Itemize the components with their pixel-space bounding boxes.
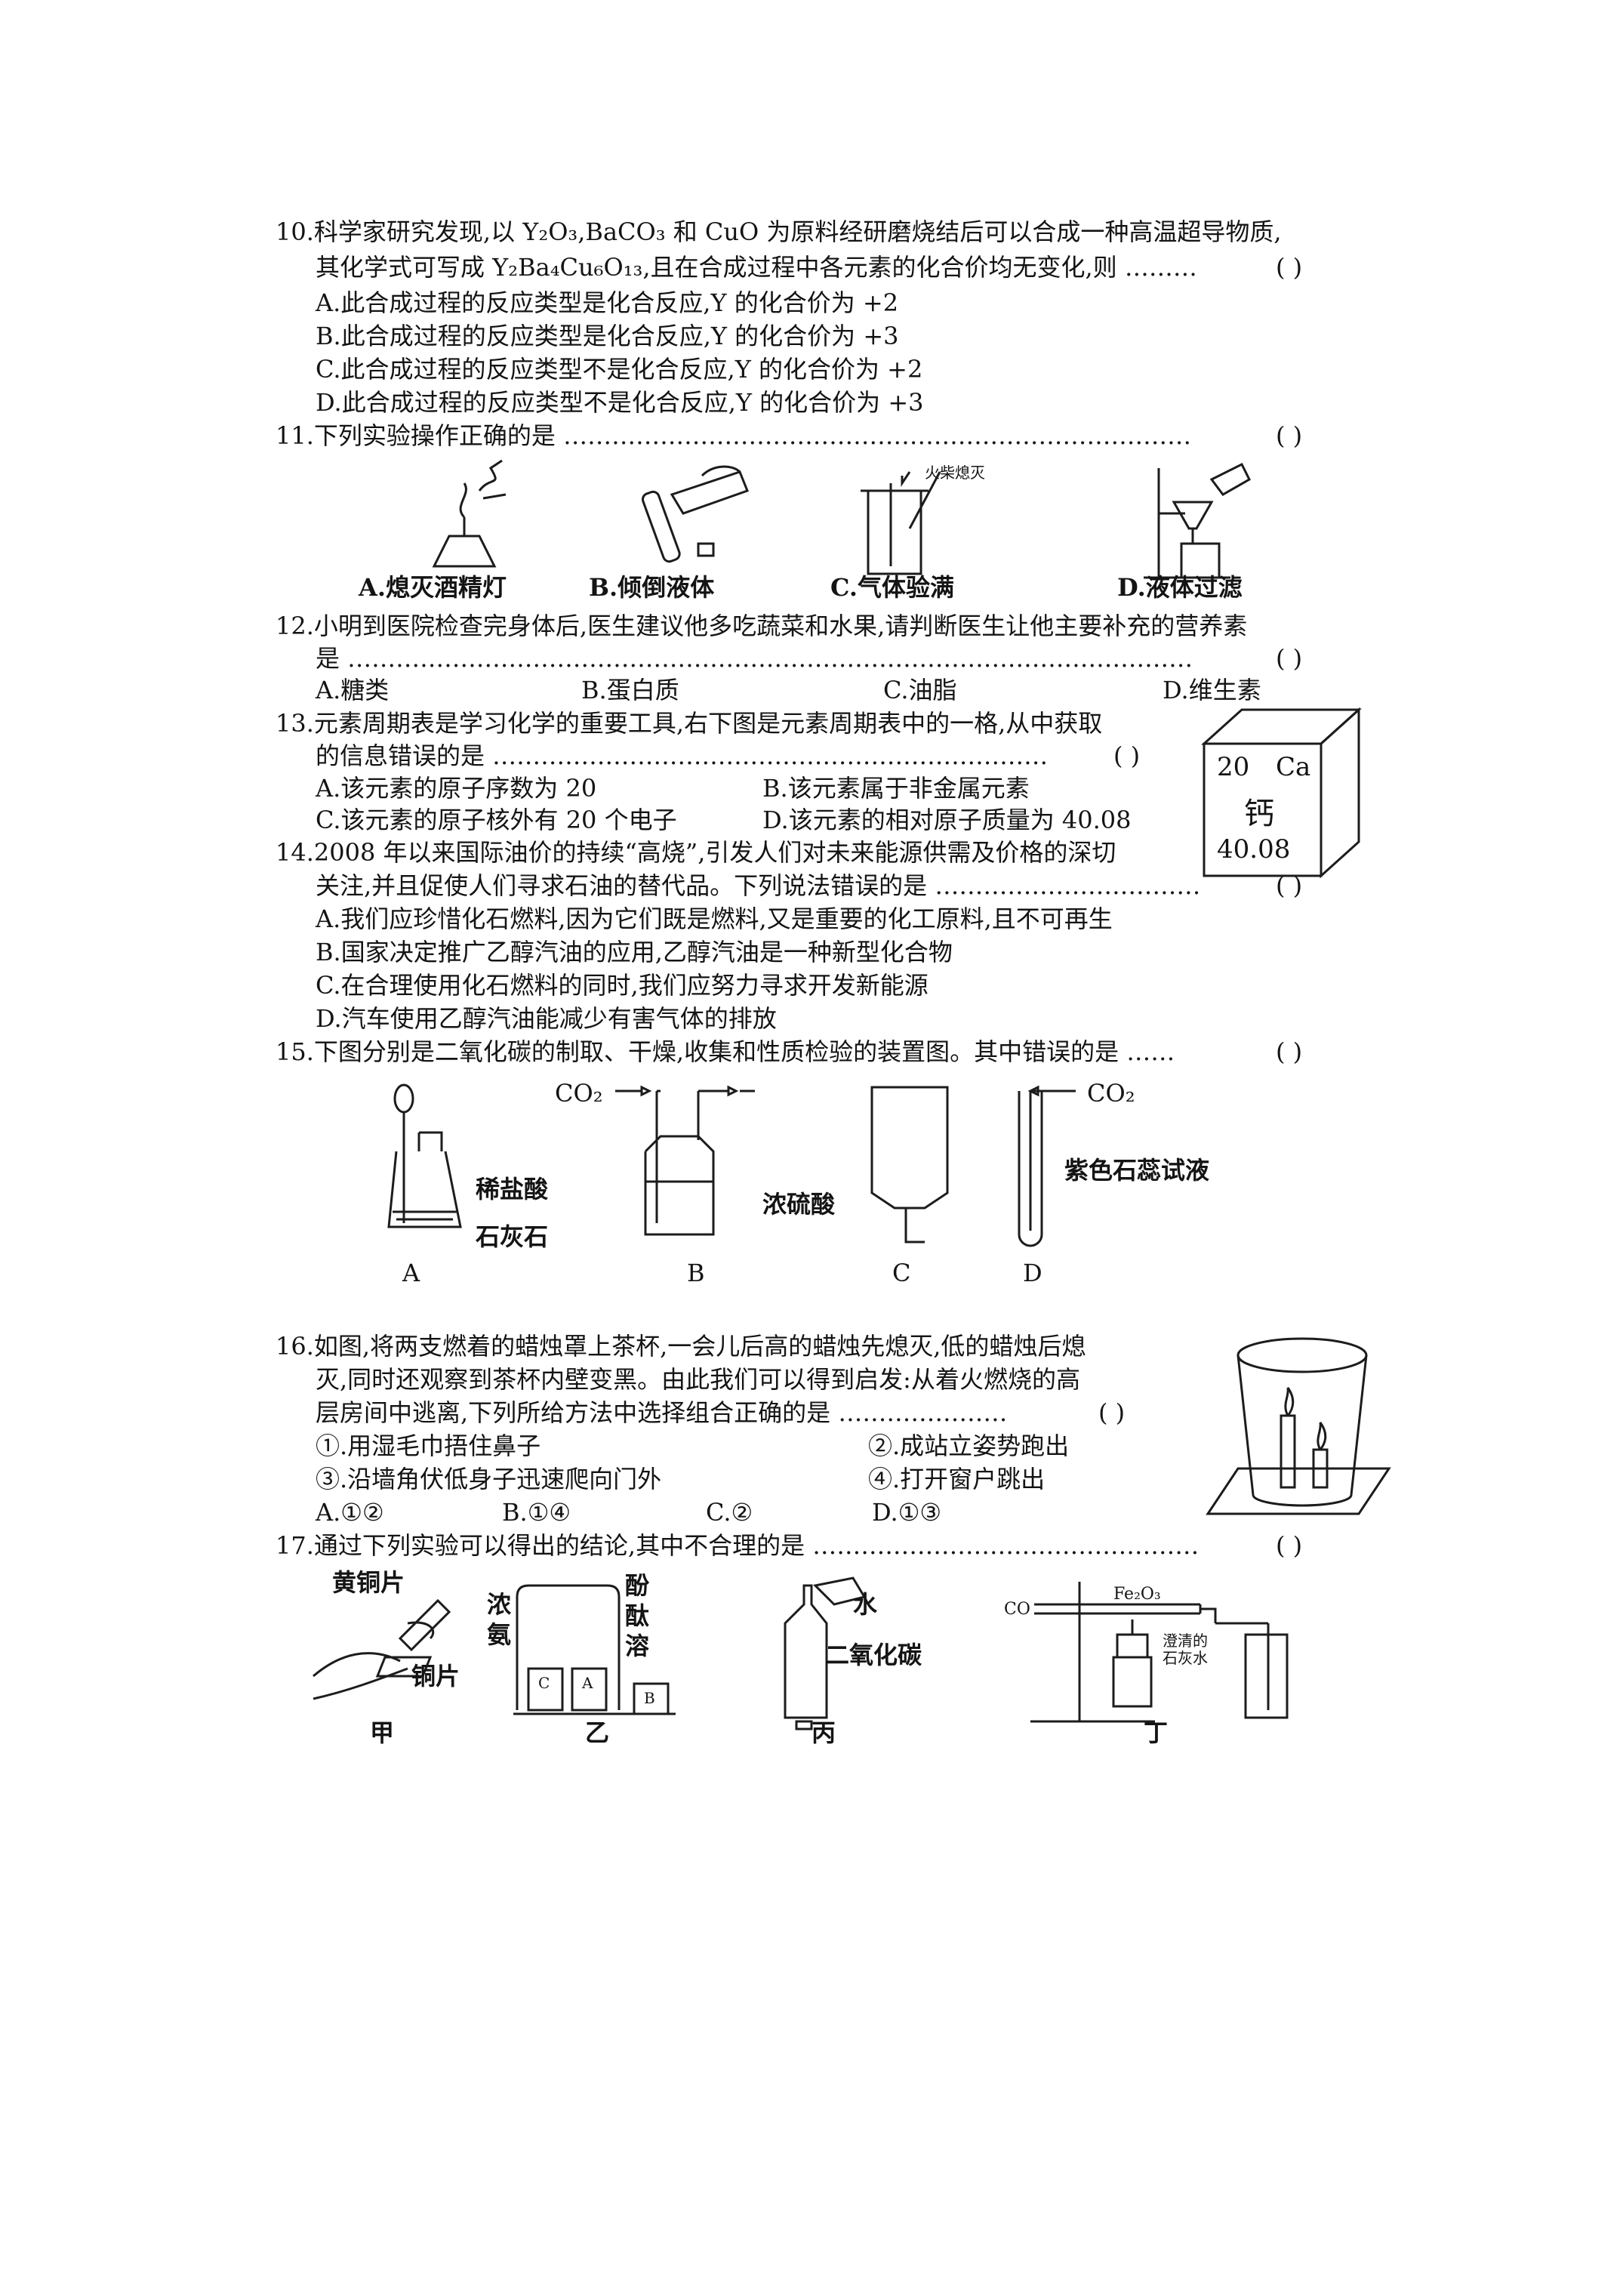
- q12-answer-blank[interactable]: ( ): [1276, 644, 1303, 673]
- q15-label-co2-d: CO₂: [1087, 1079, 1135, 1108]
- q13-answer-blank[interactable]: ( ): [1113, 741, 1141, 770]
- q16-stem-line2: 灭,同时还观察到茶杯内壁变黑。由此我们可以得到启发:从着火燃烧的高: [316, 1365, 1080, 1394]
- q17-label-water: 水: [853, 1590, 878, 1619]
- q14-option-a: A.我们应珍惜化石燃料,因为它们既是燃料,又是重要的化工原料,且不可再生: [316, 905, 1113, 933]
- q14-stem-line2: 关注,并且促使人们寻求石油的替代品。下列说法错误的是 ……………………………: [316, 871, 1201, 900]
- q13-stem-line1: 13.元素周期表是学习化学的重要工具,右下图是元素周期表中的一格,从中获取: [276, 709, 1103, 738]
- collecting-bottle-figure: [861, 1080, 966, 1253]
- q17-caption-jia: 甲: [370, 1718, 395, 1747]
- drying-bottle-figure: [611, 1080, 762, 1246]
- q17-label-copper: 铜片: [411, 1662, 460, 1690]
- q15-label-co2-in: CO₂: [555, 1079, 603, 1108]
- filtration-figure: [1140, 457, 1261, 581]
- co-reduction-figure: [1027, 1574, 1306, 1729]
- q10-option-d: D.此合成过程的反应类型不是化合反应,Y 的化合价为 +3: [316, 388, 924, 417]
- q14-option-b: B.国家决定推广乙醇汽油的应用,乙醇汽油是一种新型化合物: [316, 938, 953, 966]
- periodic-cell-mass: 40.08: [1217, 834, 1291, 864]
- q14-answer-blank[interactable]: ( ): [1276, 871, 1303, 900]
- q17-answer-blank[interactable]: ( ): [1276, 1531, 1303, 1560]
- q13-option-b: B.该元素属于非金属元素: [762, 774, 1030, 803]
- periodic-cell-box: [1196, 706, 1366, 880]
- q12-stem-line1: 12.小明到医院检查完身体后,医生建议他多吃蔬菜和水果,请判断医生让他主要补充的…: [276, 612, 1248, 640]
- q13-option-d: D.该元素的相对原子质量为 40.08: [762, 806, 1132, 834]
- q16-method-3: ③.沿墙角伏低身子迅速爬向门外: [316, 1465, 662, 1493]
- q15-caption-d: D: [1023, 1259, 1042, 1287]
- q10-stem-line2: 其化学式可写成 Y₂Ba₄Cu₆O₁₃,且在合成过程中各元素的化合价均无变化,则…: [316, 253, 1197, 282]
- q12-option-c: C.油脂: [883, 676, 957, 704]
- candles-cup-figure: [1193, 1329, 1397, 1525]
- q10-option-c: C.此合成过程的反应类型不是化合反应,Y 的化合价为 +2: [316, 355, 923, 384]
- q15-label-litmus: 紫色石蕊试液: [1064, 1156, 1210, 1185]
- q17-caption-ding: 丁: [1144, 1718, 1169, 1747]
- q17-label-beaker-a: A: [582, 1674, 593, 1692]
- q17-label-phenol-3: 溶: [625, 1632, 650, 1660]
- q16-method-4: ④.打开窗户跳出: [868, 1465, 1046, 1493]
- q17-label-co: CO: [1004, 1600, 1030, 1619]
- q17-label-co2: 二氧化碳: [825, 1641, 922, 1669]
- pouring-liquid-figure: [627, 461, 755, 574]
- q16-method-1: ①.用湿毛巾捂住鼻子: [316, 1432, 541, 1460]
- q15-label-h2so4: 浓硫酸: [762, 1190, 836, 1219]
- q17-caption-yi: 乙: [585, 1718, 610, 1747]
- q17-label-phenol-1: 酚: [625, 1571, 650, 1600]
- periodic-cell-symbol: Ca: [1276, 752, 1311, 782]
- q17-label-phenol-2: 酞: [625, 1601, 650, 1630]
- q15-caption-a: A: [402, 1259, 420, 1287]
- co2-bottle-figure: [762, 1578, 876, 1729]
- q13-stem-line2: 的信息错误的是 ……………………………………………………………: [316, 741, 1049, 770]
- q17-label-brass: 黄铜片: [332, 1568, 405, 1597]
- q14-stem-line1: 14.2008 年以来国际油价的持续“高烧”,引发人们对未来能源供需及价格的深切: [276, 838, 1116, 867]
- q14-option-d: D.汽车使用乙醇汽油能减少有害气体的排放: [316, 1004, 777, 1033]
- gas-test-figure: [853, 468, 951, 581]
- q12-option-a: A.糖类: [316, 676, 390, 704]
- periodic-cell-name: 钙: [1244, 797, 1274, 831]
- q16-option-b: B.①④: [502, 1498, 571, 1527]
- alcohol-lamp-figure: [408, 453, 521, 574]
- co2-generator-figure: [370, 1080, 491, 1246]
- q16-stem-line1: 16.如图,将两支燃着的蜡烛罩上茶杯,一会儿后高的蜡烛先熄灭,低的蜡烛后熄: [276, 1332, 1086, 1361]
- q12-option-d: D.维生素: [1163, 676, 1261, 704]
- q17-label-fe2o3: Fe₂O₃: [1113, 1585, 1161, 1604]
- q10-option-a: A.此合成过程的反应类型是化合反应,Y 的化合价为 +2: [316, 288, 899, 317]
- q16-answer-blank[interactable]: ( ): [1098, 1398, 1126, 1427]
- q15-label-acid: 稀盐酸: [476, 1175, 549, 1203]
- q12-stem-line2: 是 ……………………………………………………………………………………………: [316, 644, 1193, 673]
- q16-option-a: A.①②: [316, 1498, 384, 1527]
- q16-option-d: D.①③: [872, 1498, 942, 1527]
- q12-option-b: B.蛋白质: [581, 676, 679, 704]
- q10-stem-line1: 10.科学家研究发现,以 Y₂O₃,BaCO₃ 和 CuO 为原料经研磨烧结后可…: [276, 217, 1282, 246]
- q17-stem: 17.通过下列实验可以得出的结论,其中不合理的是 …………………………………………: [276, 1531, 1200, 1560]
- q17-label-ammonia-1: 浓: [487, 1590, 512, 1619]
- q13-option-c: C.该元素的原子核外有 20 个电子: [316, 806, 677, 834]
- q16-method-2: ②.成站立姿势跑出: [868, 1432, 1070, 1460]
- q11-answer-blank[interactable]: ( ): [1276, 421, 1303, 450]
- q17-label-beaker-b: B: [644, 1689, 655, 1707]
- litmus-tube-figure: [1004, 1080, 1110, 1253]
- q17-label-beaker-c: C: [538, 1674, 550, 1692]
- q15-label-stone: 石灰石: [476, 1222, 549, 1251]
- q15-answer-blank[interactable]: ( ): [1276, 1037, 1303, 1066]
- q17-label-ammonia-2: 氨: [487, 1620, 512, 1649]
- q16-option-c: C.②: [706, 1498, 753, 1527]
- q11-caption-c: C.气体验满: [830, 573, 955, 602]
- q11-caption-a: A.熄灭酒精灯: [359, 573, 507, 602]
- q17-caption-bing: 丙: [812, 1718, 836, 1747]
- ammonia-beakers-figure: [513, 1582, 679, 1718]
- q11-figure-note: 火柴熄灭: [925, 464, 985, 482]
- q16-stem-line3: 层房间中逃离,下列所给方法中选择组合正确的是 …………………: [316, 1398, 1008, 1427]
- q10-option-b: B.此合成过程的反应类型是化合反应,Y 的化合价为 +3: [316, 322, 899, 350]
- q11-stem: 11.下列实验操作正确的是 ……………………………………………………………………: [276, 421, 1192, 450]
- q11-caption-b: B.倾倒液体: [589, 573, 715, 602]
- brass-scratch-figure: [310, 1593, 476, 1706]
- q14-option-c: C.在合理使用化石燃料的同时,我们应努力寻求开发新能源: [316, 971, 929, 1000]
- q17-label-limewater-1: 澄清的: [1163, 1632, 1208, 1650]
- periodic-cell-number: 20: [1217, 752, 1250, 782]
- q11-caption-d: D.液体过滤: [1117, 573, 1243, 602]
- q15-caption-b: B: [687, 1259, 705, 1287]
- q15-stem: 15.下图分别是二氧化碳的制取、干燥,收集和性质检验的装置图。其中错误的是 ……: [276, 1037, 1175, 1066]
- q15-caption-c: C: [892, 1259, 911, 1287]
- q13-option-a: A.该元素的原子序数为 20: [316, 774, 597, 803]
- q17-label-limewater-2: 石灰水: [1163, 1649, 1208, 1667]
- q10-answer-blank[interactable]: ( ): [1276, 253, 1303, 282]
